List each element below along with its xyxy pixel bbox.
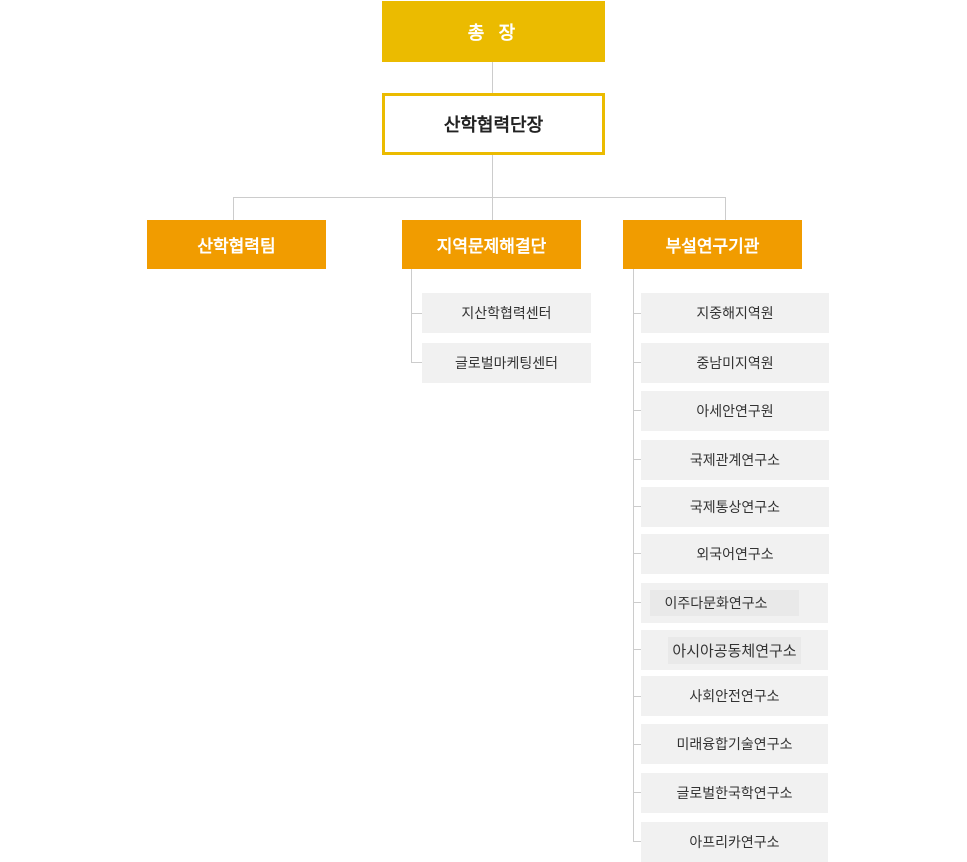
- connector-bus-dept-3: [725, 197, 726, 220]
- tree-branch: [411, 313, 422, 314]
- tree-branch: [633, 602, 641, 603]
- tree-branch: [633, 841, 641, 842]
- tree-branch: [633, 313, 641, 314]
- tree-branch: [633, 362, 641, 363]
- sub-node: 아시아공동체연구소: [641, 630, 828, 670]
- dept-affiliated-research-institutes: 부설연구기관: [623, 220, 802, 269]
- sub-node: 중남미지역원: [641, 343, 829, 383]
- sub-node-label: 이주다문화연구소: [650, 590, 799, 616]
- tree-branch: [633, 410, 641, 411]
- tree-branch: [633, 506, 641, 507]
- sub-node: 외국어연구소: [641, 534, 829, 574]
- tree-branch: [633, 696, 641, 697]
- sub-node: 아세안연구원: [641, 391, 829, 431]
- sub-node: 이주다문화연구소: [641, 583, 828, 623]
- sub-node: 국제통상연구소: [641, 487, 829, 527]
- tree-branch: [633, 792, 641, 793]
- dept-regional-problem-solving: 지역문제해결단: [402, 220, 581, 269]
- tree-line-dept-3: [633, 269, 634, 842]
- president-node: 총 장: [382, 1, 605, 62]
- sub-node: 글로벌마케팅센터: [422, 343, 591, 383]
- connector-president-director: [492, 62, 493, 93]
- tree-line-dept-2: [411, 269, 412, 362]
- director-node: 산학협력단장: [382, 93, 605, 155]
- sub-node: 아프리카연구소: [641, 822, 828, 862]
- sub-node: 지산학협력센터: [422, 293, 591, 333]
- tree-branch: [633, 459, 641, 460]
- connector-horizontal-bus: [233, 197, 726, 198]
- sub-node: 국제관계연구소: [641, 440, 829, 480]
- connector-bus-dept-2: [492, 197, 493, 220]
- sub-node-label: 아시아공동체연구소: [668, 636, 801, 664]
- tree-branch: [633, 649, 641, 650]
- sub-node: 글로벌한국학연구소: [641, 773, 828, 813]
- sub-node: 지중해지역원: [641, 293, 829, 333]
- connector-director-bus: [492, 155, 493, 197]
- tree-branch: [633, 553, 641, 554]
- sub-node: 미래융합기술연구소: [641, 724, 828, 764]
- dept-industry-cooperation-team: 산학협력팀: [147, 220, 326, 269]
- sub-node: 사회안전연구소: [641, 676, 828, 716]
- tree-branch: [633, 744, 641, 745]
- tree-branch: [411, 362, 422, 363]
- connector-bus-dept-1: [233, 197, 234, 220]
